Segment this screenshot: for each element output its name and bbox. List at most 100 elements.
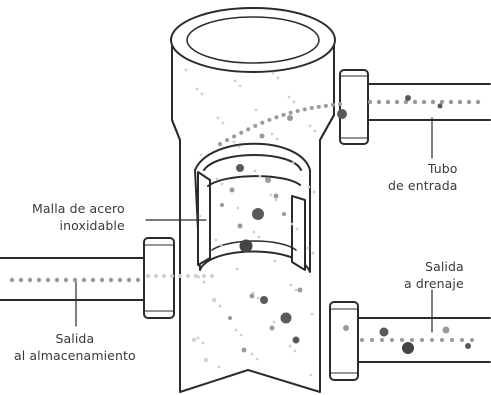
particle-dot xyxy=(254,108,258,112)
particle-dot xyxy=(237,223,243,229)
particle-dot xyxy=(36,277,42,283)
particle-dot xyxy=(465,343,471,349)
particle-dot xyxy=(448,99,454,105)
particle-dot xyxy=(257,235,261,239)
particle-dot xyxy=(466,99,472,105)
particle-dot xyxy=(214,238,218,242)
particle-dot xyxy=(199,153,203,157)
particle-dot xyxy=(202,274,206,278)
inlet-pipe xyxy=(339,69,491,145)
label-storage: Salida al almacenamiento xyxy=(14,330,136,364)
particle-dot xyxy=(275,137,279,141)
particle-dot xyxy=(274,115,279,120)
particle-dot xyxy=(63,277,69,283)
particle-dot xyxy=(90,277,96,283)
particle-dot xyxy=(390,338,394,342)
particle-dot xyxy=(313,129,317,133)
particle-dot xyxy=(302,107,307,112)
particle-dot xyxy=(297,287,303,293)
particle-dot xyxy=(194,274,198,278)
particles xyxy=(9,68,481,377)
particle-dot xyxy=(213,299,217,303)
particle-dot xyxy=(385,99,391,105)
label-drain: Salida a drenaje xyxy=(404,258,464,292)
particle-dot xyxy=(162,274,166,278)
particle-dot xyxy=(288,344,292,348)
particle-dot xyxy=(220,203,224,207)
particle-dot xyxy=(295,227,299,231)
particle-dot xyxy=(72,277,78,283)
label-drain-line-1: Salida xyxy=(425,259,464,274)
particle-dot xyxy=(274,198,278,202)
particle-dot xyxy=(253,169,257,173)
particle-dot xyxy=(291,161,295,165)
drain-outlet-pipe xyxy=(329,301,491,381)
particle-dot xyxy=(307,185,311,189)
particle-dot xyxy=(290,222,294,226)
particle-dot xyxy=(421,99,427,105)
particle-dot xyxy=(260,296,268,304)
particle-dot xyxy=(379,327,389,337)
particle-dot xyxy=(323,103,328,108)
particle-dot xyxy=(400,338,404,342)
particle-dot xyxy=(273,259,277,263)
particle-dot xyxy=(288,110,293,115)
particle-dot xyxy=(255,357,259,361)
particle-dot xyxy=(309,373,313,377)
particle-dot xyxy=(235,267,239,271)
particle-dot xyxy=(308,124,312,128)
particle-dot xyxy=(221,121,225,125)
particle-dot xyxy=(197,275,201,279)
particle-dot xyxy=(338,102,342,106)
particle-dot xyxy=(267,117,272,122)
particle-dot xyxy=(410,338,414,342)
particle-dot xyxy=(178,274,182,278)
particle-dot xyxy=(294,288,298,292)
particle-dot xyxy=(204,358,208,362)
particle-dot xyxy=(201,341,205,345)
particle-dot xyxy=(293,349,297,353)
particle-dot xyxy=(440,338,444,342)
particle-dot xyxy=(457,99,463,105)
particle-dot xyxy=(430,338,434,342)
particle-dot xyxy=(154,274,158,278)
particle-dot xyxy=(220,182,224,186)
particle-dot xyxy=(192,338,196,342)
particle-dot xyxy=(360,338,364,342)
particle-dot xyxy=(316,104,321,109)
particle-dot xyxy=(380,338,384,342)
particle-dot xyxy=(292,100,296,104)
particle-dot xyxy=(202,280,206,284)
particle-dot xyxy=(311,251,315,255)
particle-dot xyxy=(195,87,199,91)
particle-dot xyxy=(170,274,174,278)
particle-dot xyxy=(402,342,414,354)
particle-dot xyxy=(309,106,314,111)
particle-dot xyxy=(99,277,105,283)
particle-dot xyxy=(238,84,242,88)
label-mesh: Malla de acero inoxidable xyxy=(32,200,125,234)
particle-dot xyxy=(280,312,292,324)
particle-dot xyxy=(276,76,280,80)
label-mesh-line-2: inoxidable xyxy=(59,218,125,233)
particle-dot xyxy=(439,99,445,105)
particle-dot xyxy=(219,243,223,247)
label-drain-line-2: a drenaje xyxy=(404,276,464,291)
particle-dot xyxy=(405,95,411,101)
particle-dot xyxy=(271,71,275,75)
particle-dot xyxy=(9,277,15,283)
particle-dot xyxy=(218,141,222,146)
particle-dot xyxy=(200,92,204,96)
label-mesh-line-1: Malla de acero xyxy=(32,201,125,216)
particle-dot xyxy=(337,109,347,119)
particle-dot xyxy=(376,99,382,105)
particle-dot xyxy=(126,277,132,283)
particle-dot xyxy=(292,336,300,344)
particle-dot xyxy=(228,316,232,320)
particle-dot xyxy=(54,277,60,283)
label-storage-line-2: al almacenamiento xyxy=(14,348,136,363)
particle-dot xyxy=(450,338,454,342)
particle-dot xyxy=(281,112,286,117)
particle-dot xyxy=(295,108,300,113)
